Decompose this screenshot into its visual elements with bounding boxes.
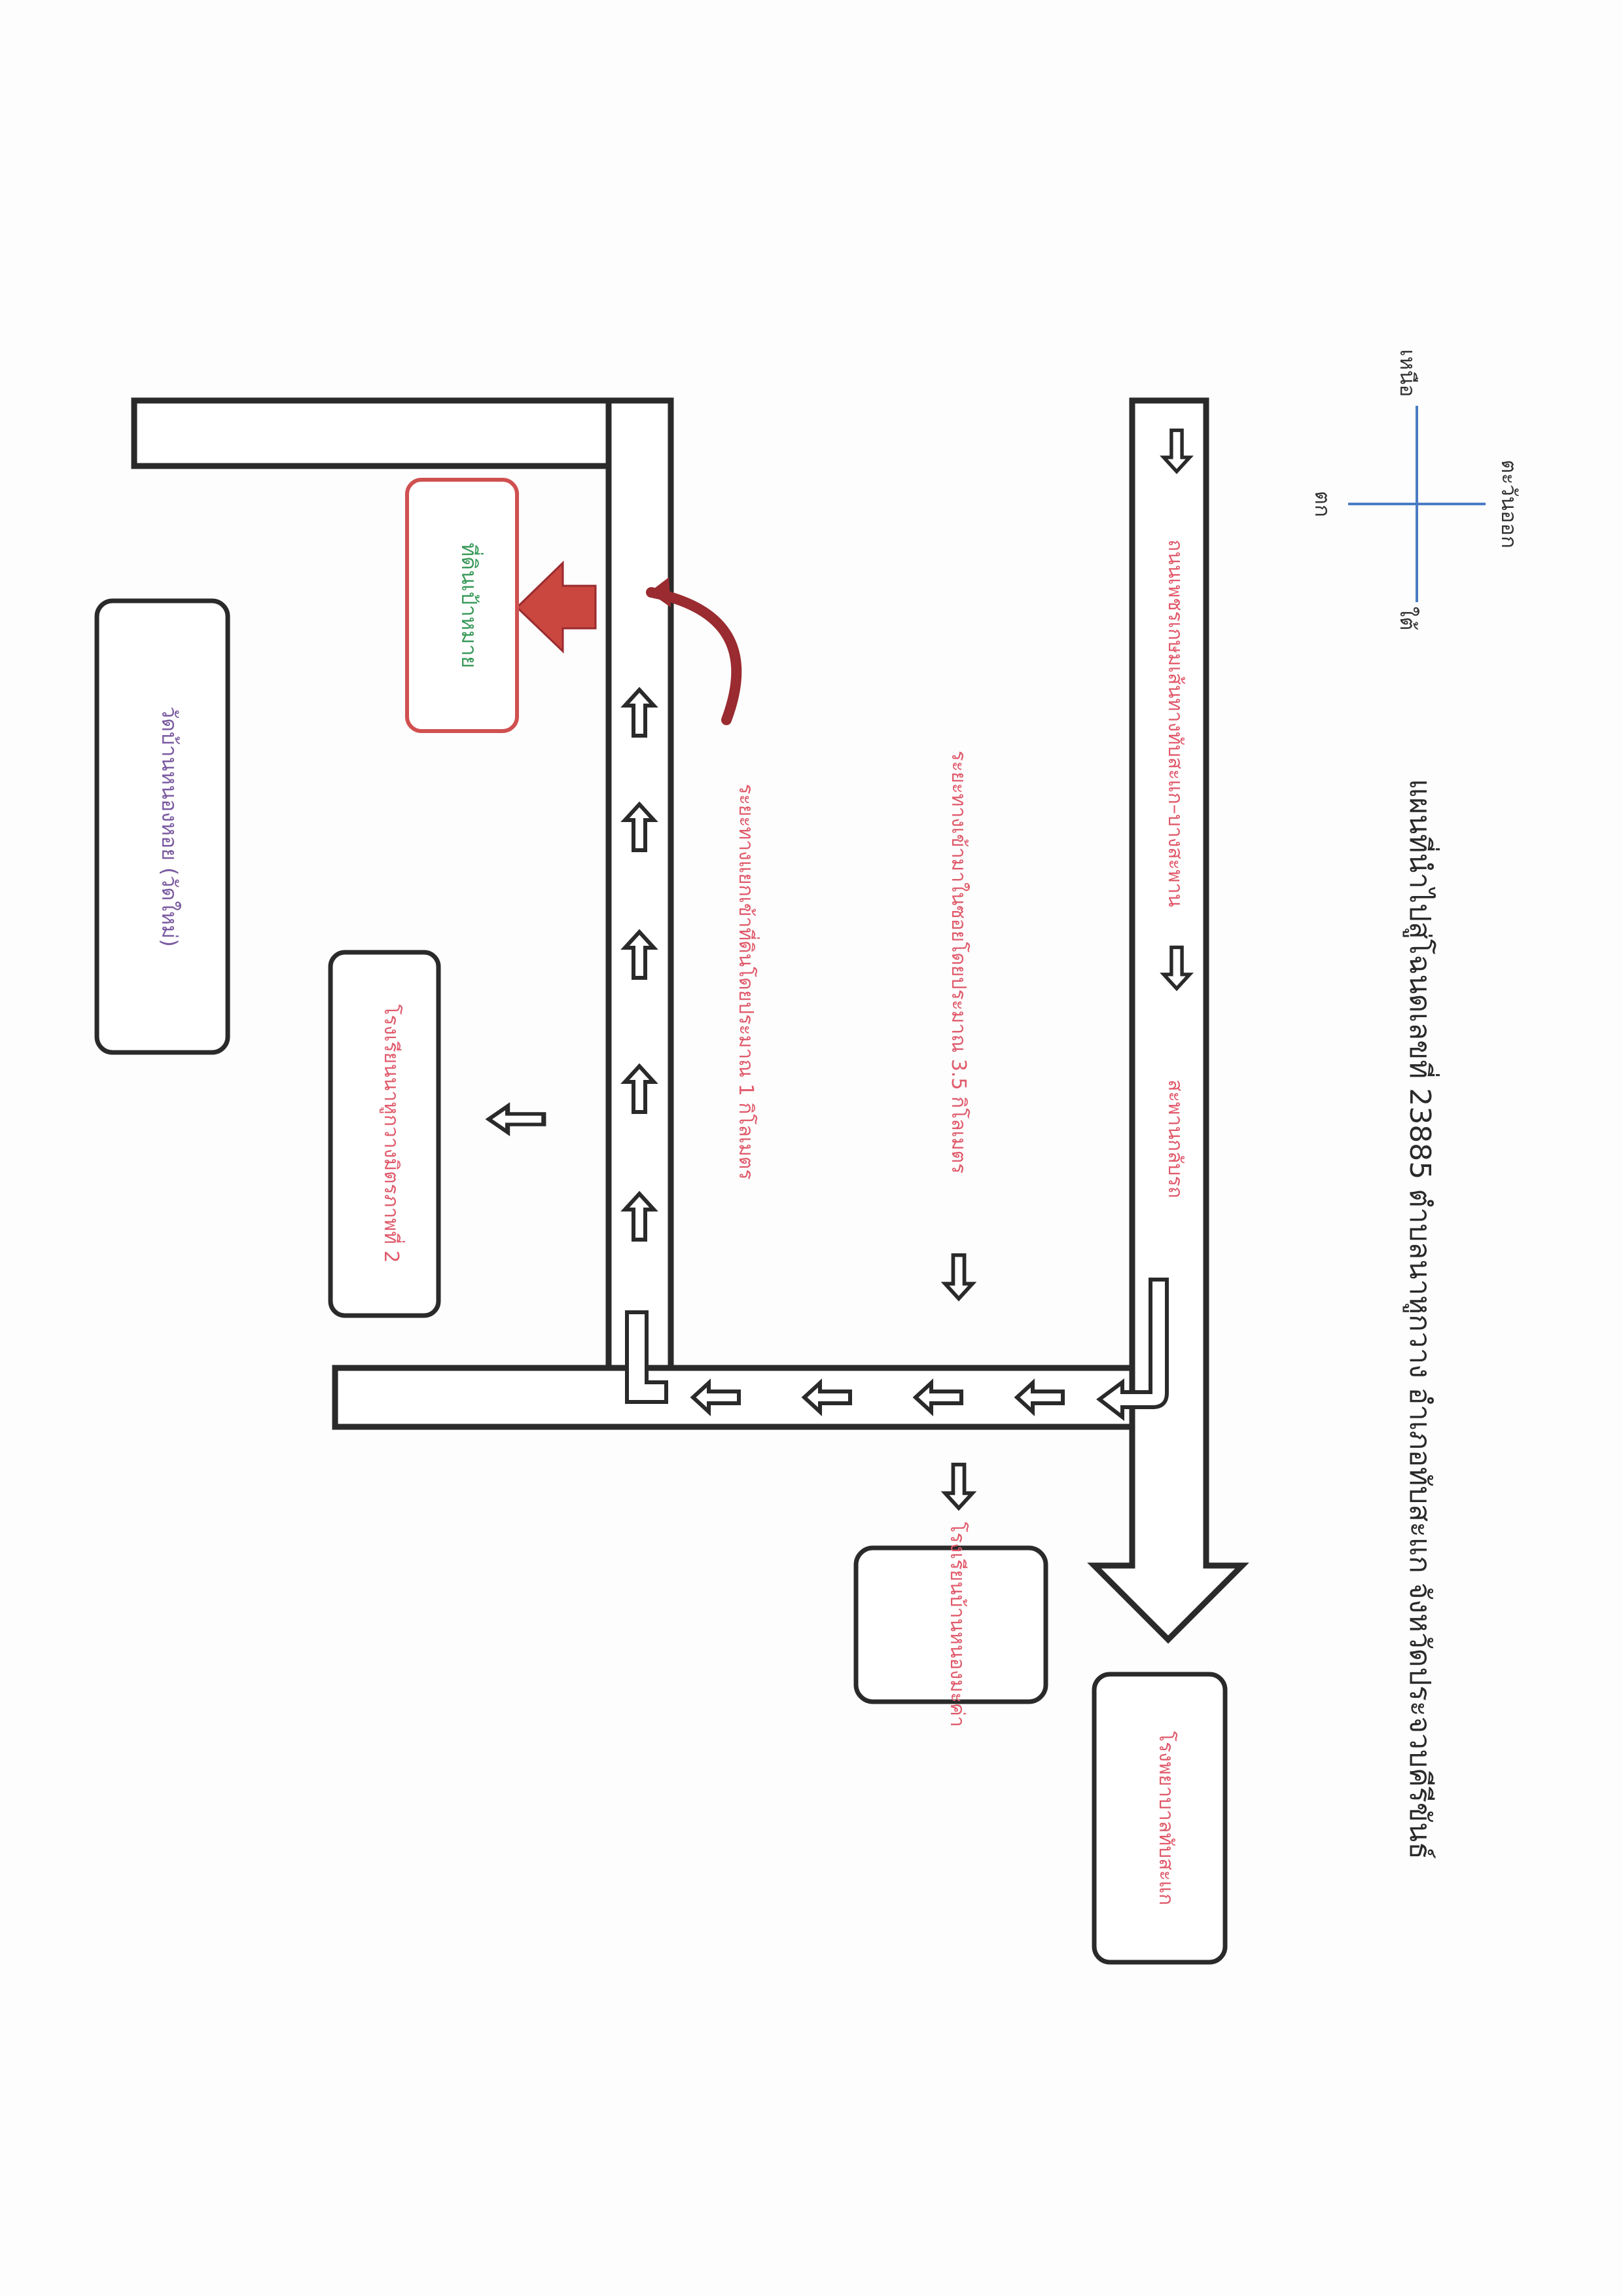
highway-road [1087, 397, 1249, 1644]
school-label: โรงเรียนบ้านหนองมะค่า [946, 1522, 969, 1727]
highway-label: ถนนเพชรเกษมเส้นทางทับสะแก–บางสะพาน [1164, 539, 1186, 907]
corner-turn-marker [625, 1310, 668, 1404]
arrow-to-school [945, 1465, 972, 1509]
compass-south: ใต้ [1395, 607, 1420, 630]
top-road [131, 397, 612, 469]
community-school-label: โรงเรียนนาหูกวางมิตรภาพที่ 2 [380, 1004, 405, 1263]
map-title: แผนที่นำไปสู่โฉนดเลขที่ 23885 ตำบลนาหูกว… [1402, 779, 1440, 1859]
distance-main-label: ระยะทางเข้ามาในซอยโดยประมาณ 3.5 กิโลเมตร [947, 751, 971, 1174]
overpass-label: สะพานกลับรถ [1164, 1079, 1186, 1198]
curved-pointer-arrow [646, 587, 742, 725]
turn-route [625, 1278, 1169, 1422]
curved-pointer-arrow-head [649, 577, 671, 607]
compass-west: ตก [1310, 491, 1335, 517]
u-turn-arrow [1096, 1278, 1169, 1422]
temple-label: วัดบ้านหนองหอย (วัดใหม่) [157, 706, 182, 946]
hospital-label: โรงพยาบาลทับสะแก [1154, 1731, 1178, 1905]
target-label: ที่ดินเป้าหมาย [457, 543, 484, 668]
hospital-box [1092, 1672, 1228, 1965]
school-box [853, 1545, 1048, 1704]
compass-north: เหนือ [1395, 349, 1420, 397]
compass-east: ตะวันออก [1497, 459, 1522, 548]
arrow-to-community-school [489, 1106, 544, 1132]
arrow-to-distance-main [945, 1255, 972, 1299]
target-arrow [515, 560, 597, 654]
compass: เหนือ ตะวันออก ใต้ ตก [1310, 349, 1522, 630]
target-box [405, 478, 519, 733]
road-network [131, 397, 1249, 1644]
distance-branch-label: ระยะทางแยกเข้าที่ดินโดยประมาณ 1 กิโลเมตร [734, 784, 760, 1180]
community-school-box [328, 950, 441, 1318]
temple-box [94, 598, 230, 1055]
